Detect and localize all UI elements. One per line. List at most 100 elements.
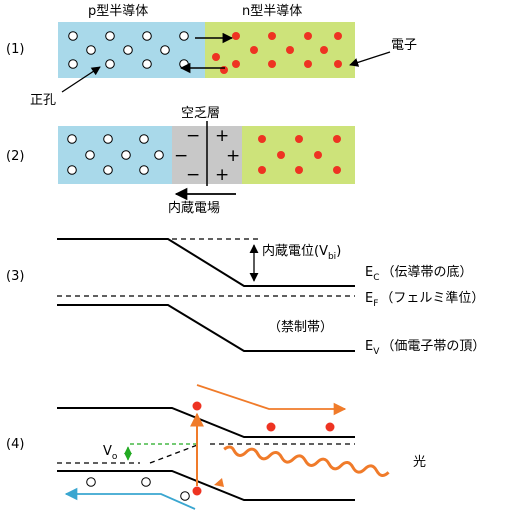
depletion-layer-label: 空乏層 [181,106,220,121]
hole [68,31,78,41]
hole [139,134,149,144]
electron [212,53,220,61]
n-region-2 [242,126,355,184]
ev-desc: （価電子帯の頂） [381,339,485,354]
built-in-field-label: 内蔵電場 [168,200,220,216]
vbi-label-main: 内蔵電位(V [262,243,328,259]
electron [277,151,285,159]
conduction-band-edge-4 [57,407,355,438]
hole [67,134,77,144]
ef-label: EF（フェルミ準位） [365,290,484,309]
ec-label: EC（伝導帯の底） [365,264,473,283]
electron [232,60,240,68]
n-region [205,22,355,78]
electrons-group-1 [212,32,342,74]
ef-desc: （フェルミ準位） [380,290,484,306]
hole [180,491,190,501]
electron [258,166,266,174]
ec-symbol: E [365,265,373,280]
hole [103,165,113,175]
electron [325,422,335,432]
panel-1-number: (1) [6,42,24,57]
electron [304,32,312,40]
hole [141,477,151,487]
electron [314,151,322,159]
electron [320,46,328,54]
excited-electron [192,401,202,411]
bandgap-label: （禁制帯） [268,320,333,335]
vo-label: Vo [103,444,118,462]
hole-label: 正孔 [30,93,56,108]
panel-3: (3) 内蔵電位(Vbi) EC（伝導帯の底） EF（フェルミ準位） （禁制帯）… [6,238,485,357]
hole [105,59,115,69]
electron [266,422,276,432]
positive-charge: + [215,126,229,146]
electron [220,66,228,74]
panel-4-number: (4) [6,437,24,452]
n-type-label: n型半導体 [242,4,302,19]
hole [179,59,189,69]
ec-sub: C [373,273,379,283]
electron [232,32,240,40]
conduction-band-edge [57,238,355,287]
panel-4: (4) Vo 光 [6,384,426,510]
positive-charge: + [226,146,240,166]
hole [179,31,189,41]
vbi-label-close: ) [336,244,341,259]
depletion-charges: − − − + + + [174,126,240,185]
hole [154,150,164,160]
photo-hole [192,486,202,496]
hole [103,134,113,144]
hole [68,59,78,69]
negative-charge: − [174,146,188,166]
vbi-label: 内蔵電位(Vbi) [262,243,341,262]
electron [333,135,341,143]
light-label: 光 [413,455,426,470]
negative-charge: − [186,126,200,146]
electron [295,166,303,174]
hole [123,45,133,55]
hole [86,477,96,487]
panel-2: (2) 空乏層 − − [6,106,355,216]
hole-pointer-arrow [61,66,101,93]
hole [139,165,149,175]
ev-symbol: E [365,339,373,354]
hole [105,31,115,41]
electron-label: 電子 [391,38,417,53]
ef-sub: F [373,299,378,309]
panel-3-number: (3) [6,269,24,284]
electron [334,32,342,40]
hole [86,45,96,55]
negative-charge: − [186,165,200,185]
ev-sub: V [373,347,380,357]
ef-symbol: E [365,291,373,306]
vbi-label-sub: bi [328,252,336,262]
electron [250,46,258,54]
hole [160,45,170,55]
p-type-label: p型半導体 [88,4,148,19]
electron [295,135,303,143]
electron [268,60,276,68]
hole [142,31,152,41]
ev-label: EV（価電子帯の頂） [365,339,485,357]
hole [142,59,152,69]
vo-sub: o [112,452,118,462]
electron [333,166,341,174]
electron-drift-arrow [196,384,347,416]
electron-pointer-arrow [349,51,391,67]
electron [258,135,266,143]
light-wave-icon [223,445,390,477]
p-region-2 [58,126,172,184]
hole [85,150,95,160]
electron [334,60,342,68]
electron [286,46,294,54]
holes-group-2 [67,134,164,175]
hole [67,165,77,175]
positive-charge: + [215,165,229,185]
electron [268,32,276,40]
hole-drift-arrow [64,487,196,510]
hole [121,150,131,160]
light-wave-arrowhead [214,478,224,487]
ec-desc: （伝導帯の底） [382,264,473,280]
